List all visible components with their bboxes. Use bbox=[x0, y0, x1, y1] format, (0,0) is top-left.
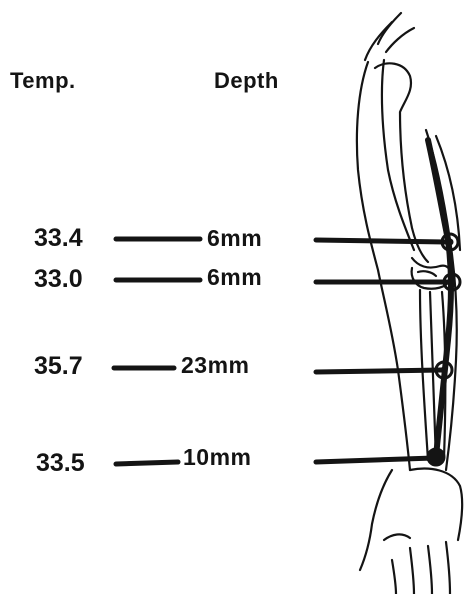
leader-lines-left bbox=[114, 239, 200, 464]
palm-crease bbox=[384, 534, 410, 540]
hand-left-edge bbox=[360, 470, 392, 570]
leader-line-4a bbox=[116, 462, 178, 464]
leader-line-3b bbox=[316, 370, 442, 372]
measurement-point-4 bbox=[428, 449, 444, 465]
finger-3 bbox=[428, 546, 432, 594]
arm-outline bbox=[357, 13, 462, 594]
measurement-point-1-center bbox=[447, 239, 454, 246]
shoulder-line-3 bbox=[386, 28, 414, 52]
elbow-detail bbox=[418, 271, 436, 276]
finger-4 bbox=[446, 542, 450, 594]
finger-1 bbox=[392, 560, 396, 594]
radius-bone-right bbox=[430, 292, 436, 460]
measurement-point-2-center bbox=[449, 279, 456, 286]
humerus bbox=[375, 63, 428, 262]
artery-line bbox=[428, 140, 451, 456]
leader-line-4b bbox=[316, 458, 434, 462]
finger-2 bbox=[410, 548, 414, 594]
upper-arm-inner-contour bbox=[382, 60, 414, 250]
hand-right-edge bbox=[410, 469, 462, 540]
leader-line-1b bbox=[316, 240, 446, 242]
measurement-point-3-center bbox=[441, 367, 448, 374]
radius-bone-left bbox=[420, 290, 428, 460]
